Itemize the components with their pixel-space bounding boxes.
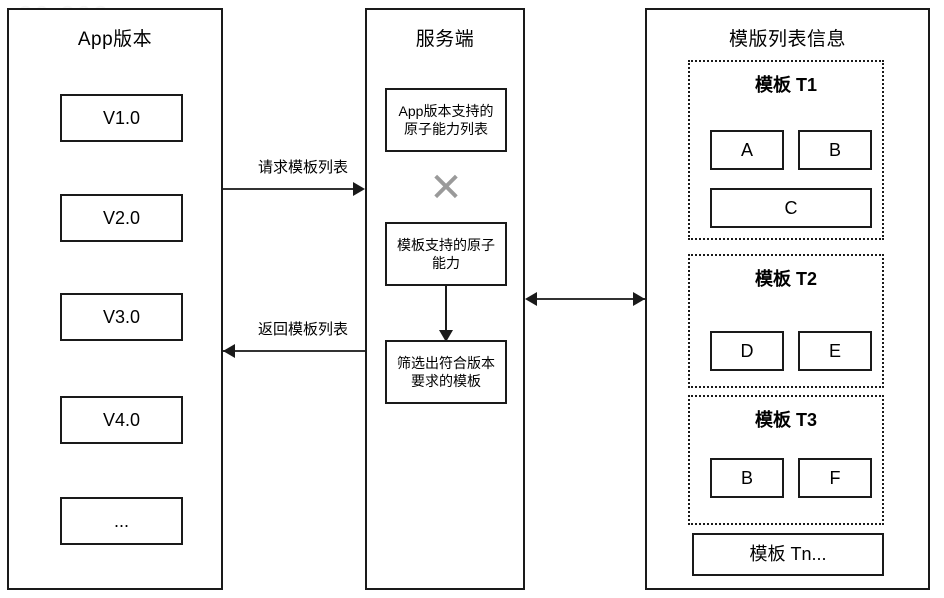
edge-arrowhead-request bbox=[353, 182, 365, 196]
template-group-title-t2: 模板 T2 bbox=[754, 269, 817, 289]
edge-arrowhead-response bbox=[223, 344, 235, 358]
edge-line-server-templates bbox=[527, 298, 645, 300]
lane-title-app-version: App版本 bbox=[77, 29, 153, 50]
edge-label-response: 返回模板列表 bbox=[257, 321, 348, 338]
node-app-supported-capabilities[interactable]: App版本支持的原子能力列表 bbox=[385, 88, 507, 152]
edge-line-request bbox=[223, 188, 355, 190]
version-box-more[interactable]: ... bbox=[60, 497, 183, 545]
edge-arrowhead-server-templates-left bbox=[525, 292, 537, 306]
capability-box-t2-e[interactable]: E bbox=[798, 331, 872, 371]
connector-server-vertical bbox=[445, 286, 447, 332]
connector-server-vertical-arrowhead bbox=[439, 330, 453, 342]
template-group-title-t1: 模板 T1 bbox=[754, 75, 817, 95]
template-box-tn[interactable]: 模板 Tn... bbox=[692, 533, 884, 576]
node-template-supported-capabilities[interactable]: 模板支持的原子能力 bbox=[385, 222, 507, 286]
version-box-v2[interactable]: V2.0 bbox=[60, 194, 183, 242]
version-box-v3[interactable]: V3.0 bbox=[60, 293, 183, 341]
intersection-operator-icon: ✕ bbox=[429, 166, 463, 210]
version-box-v4[interactable]: V4.0 bbox=[60, 396, 183, 444]
capability-box-t1-a[interactable]: A bbox=[710, 130, 784, 170]
capability-box-t3-f[interactable]: F bbox=[798, 458, 872, 498]
edge-label-request: 请求模板列表 bbox=[257, 159, 348, 176]
capability-box-t1-b[interactable]: B bbox=[798, 130, 872, 170]
edge-arrowhead-server-templates-right bbox=[633, 292, 645, 306]
capability-box-t1-c[interactable]: C bbox=[710, 188, 872, 228]
capability-box-t2-d[interactable]: D bbox=[710, 331, 784, 371]
version-box-v1[interactable]: V1.0 bbox=[60, 94, 183, 142]
capability-box-t3-b[interactable]: B bbox=[710, 458, 784, 498]
edge-line-response bbox=[223, 350, 365, 352]
node-filtered-templates[interactable]: 筛选出符合版本要求的模板 bbox=[385, 340, 507, 404]
template-group-title-t3: 模板 T3 bbox=[754, 410, 817, 430]
lane-title-server: 服务端 bbox=[415, 29, 475, 50]
lane-title-template-list: 模版列表信息 bbox=[728, 29, 846, 50]
